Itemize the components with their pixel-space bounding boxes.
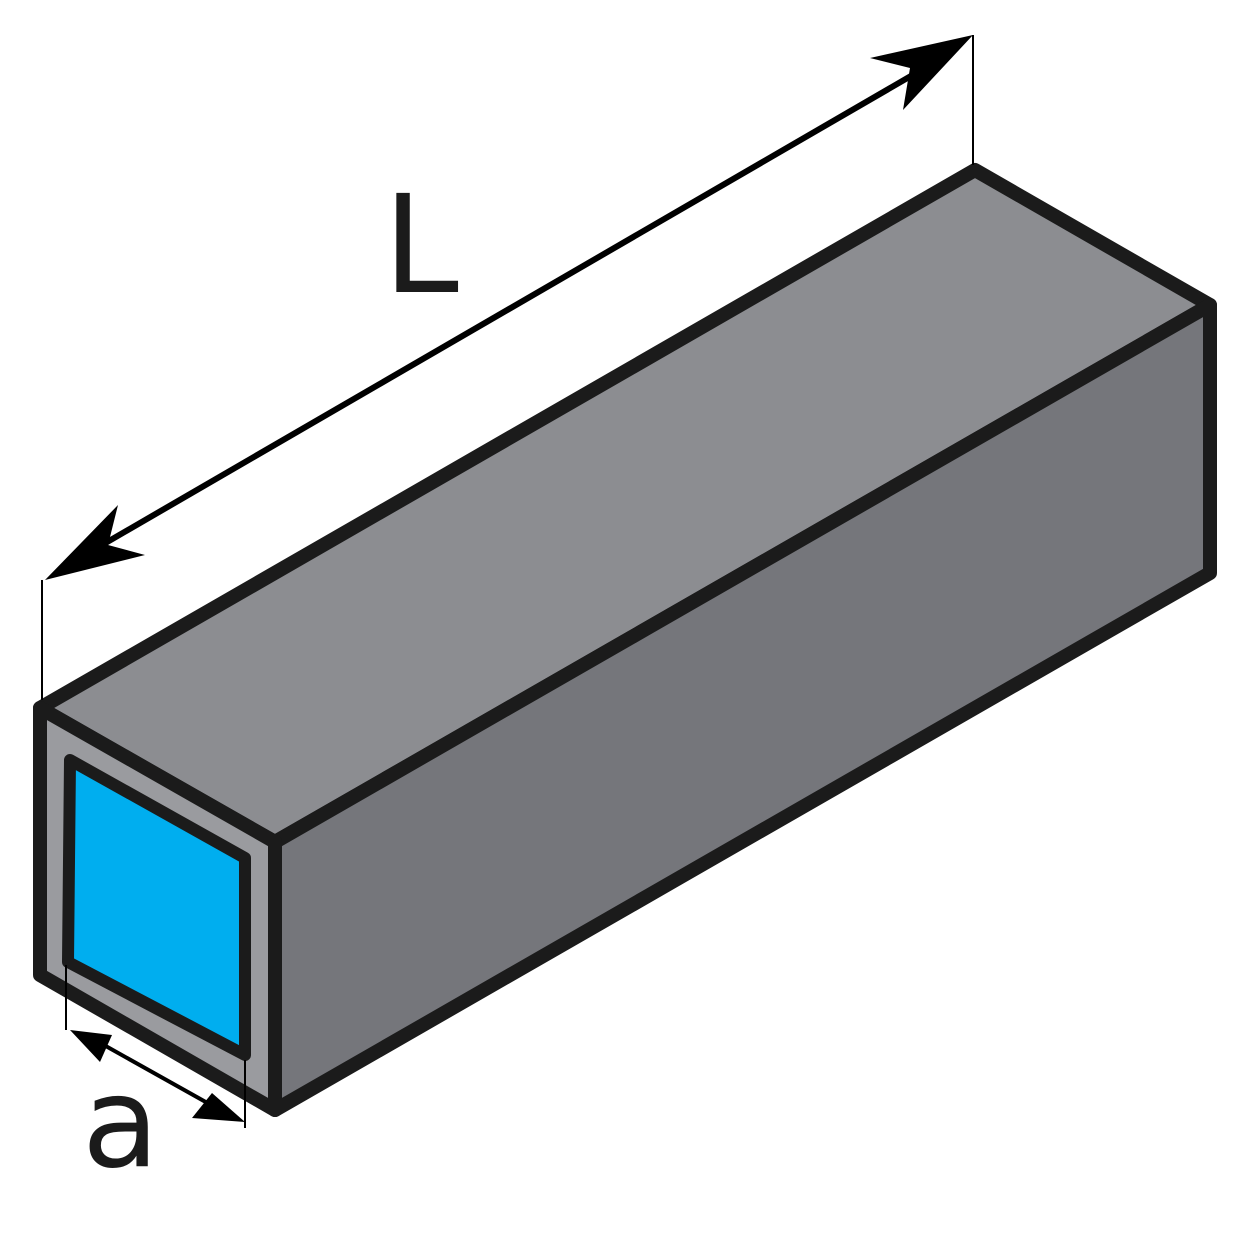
side-dimension-line (94, 1038, 221, 1112)
length-dimension-line (88, 59, 937, 555)
side-label: a (82, 1049, 159, 1196)
length-label: L (383, 167, 459, 325)
inner-opening (62, 754, 251, 1061)
length-arrowhead-end (870, 35, 973, 110)
side-arrowhead-start (70, 1030, 112, 1062)
side-arrowhead-end (192, 1093, 245, 1122)
length-arrowhead-start (45, 505, 145, 580)
